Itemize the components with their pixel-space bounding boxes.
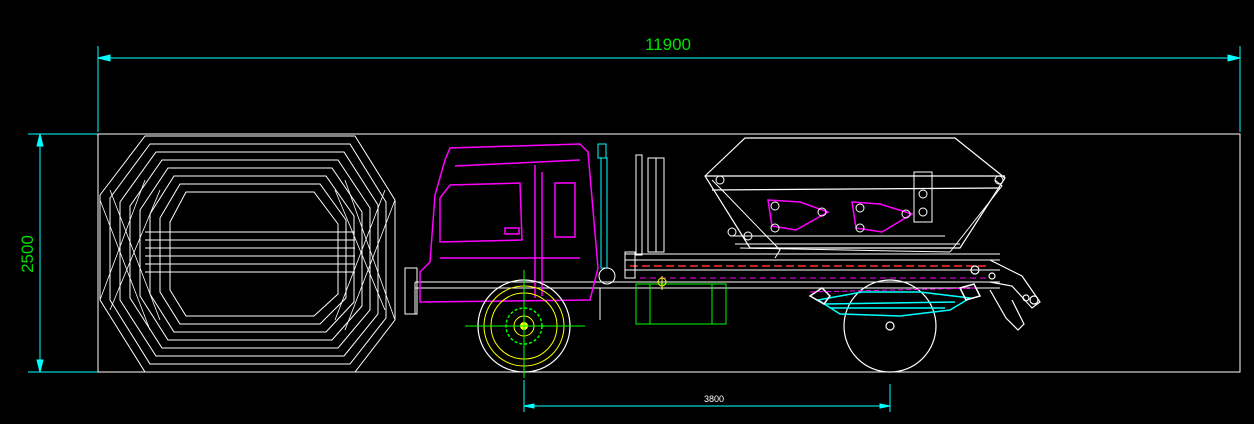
hydraulic-post — [635, 154, 665, 256]
skip-pivot-pins — [770, 201, 911, 233]
cab-bumper — [404, 267, 418, 315]
subframe-rails — [624, 251, 1000, 279]
rear-suspension — [808, 283, 982, 317]
overall-height-dimension — [28, 133, 98, 373]
rear-section-lines — [145, 231, 355, 273]
overall-length-dimension — [97, 46, 1241, 132]
exhaust-stack — [597, 143, 608, 269]
fuel-tank — [635, 276, 727, 325]
overall-length-label: 11900 — [645, 35, 691, 54]
wheelbase-label: 3800 — [704, 394, 724, 404]
post-pivot — [598, 267, 616, 285]
skip-hydraulic-links — [767, 199, 914, 233]
vehicle-envelope — [97, 133, 1241, 373]
wheelbase-dimension — [523, 380, 891, 412]
overall-height-label: 2500 — [18, 235, 37, 273]
rear-section-crosshatch — [99, 179, 396, 331]
lift-base-rails — [727, 227, 960, 253]
skip-container — [704, 137, 1006, 249]
front-wheel-centerlines — [465, 270, 585, 378]
truck-cab — [419, 143, 599, 303]
rear-wheel — [843, 279, 937, 373]
rear-stabiliser — [970, 259, 1041, 331]
skip-lift-arms — [711, 171, 1004, 259]
rear-section-hatch — [99, 135, 396, 373]
